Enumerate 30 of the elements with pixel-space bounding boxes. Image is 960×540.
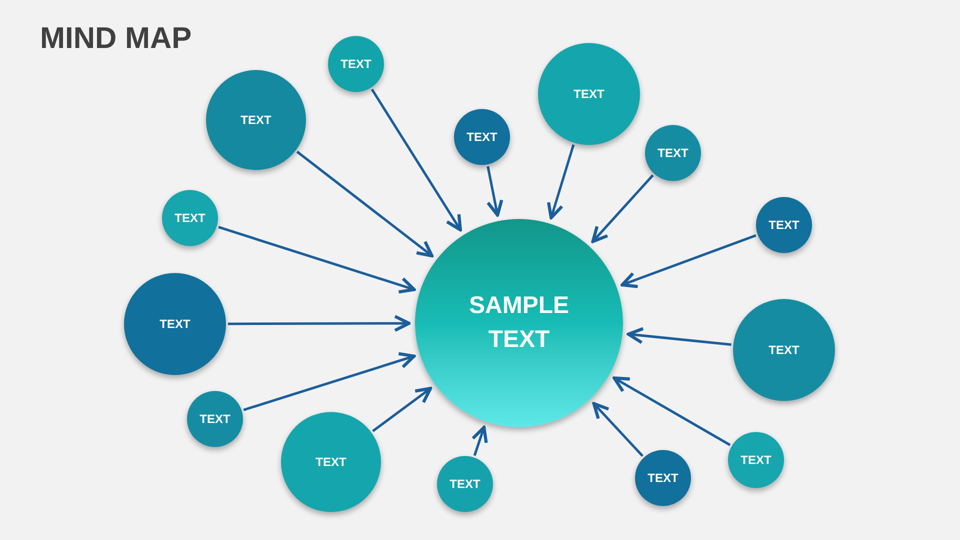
topic-label: TEXT	[466, 129, 498, 146]
topic-label: TEXT	[658, 145, 688, 162]
arrow	[243, 352, 416, 412]
arrow	[626, 327, 732, 346]
topic-label: TEXT	[740, 452, 772, 469]
topic-label: TEXT	[316, 454, 346, 471]
arrow	[218, 226, 416, 294]
topic-label: TEXT	[768, 342, 800, 359]
title: MIND MAP	[40, 21, 192, 57]
arrow	[612, 376, 731, 446]
arrow	[591, 174, 654, 244]
arrow	[592, 402, 644, 457]
arrow	[471, 426, 488, 456]
topic-label: TEXT	[768, 217, 800, 234]
topic-label: TEXT	[574, 86, 604, 103]
topic-label: TEXT	[174, 210, 206, 227]
topic-label: TEXT	[648, 470, 678, 487]
arrow	[486, 166, 504, 217]
arrow	[228, 314, 411, 332]
arrow	[370, 88, 462, 232]
central-label: SAMPLE TEXT	[468, 291, 570, 355]
topic-label: TEXT	[200, 411, 230, 428]
topic-label: TEXT	[160, 316, 190, 333]
topic-label: TEXT	[240, 112, 272, 129]
arrow	[296, 150, 434, 258]
arrow	[372, 386, 432, 432]
arrow	[546, 144, 575, 220]
arrow	[620, 234, 756, 288]
topic-label: TEXT	[450, 476, 480, 493]
topic-label: TEXT	[340, 56, 372, 73]
